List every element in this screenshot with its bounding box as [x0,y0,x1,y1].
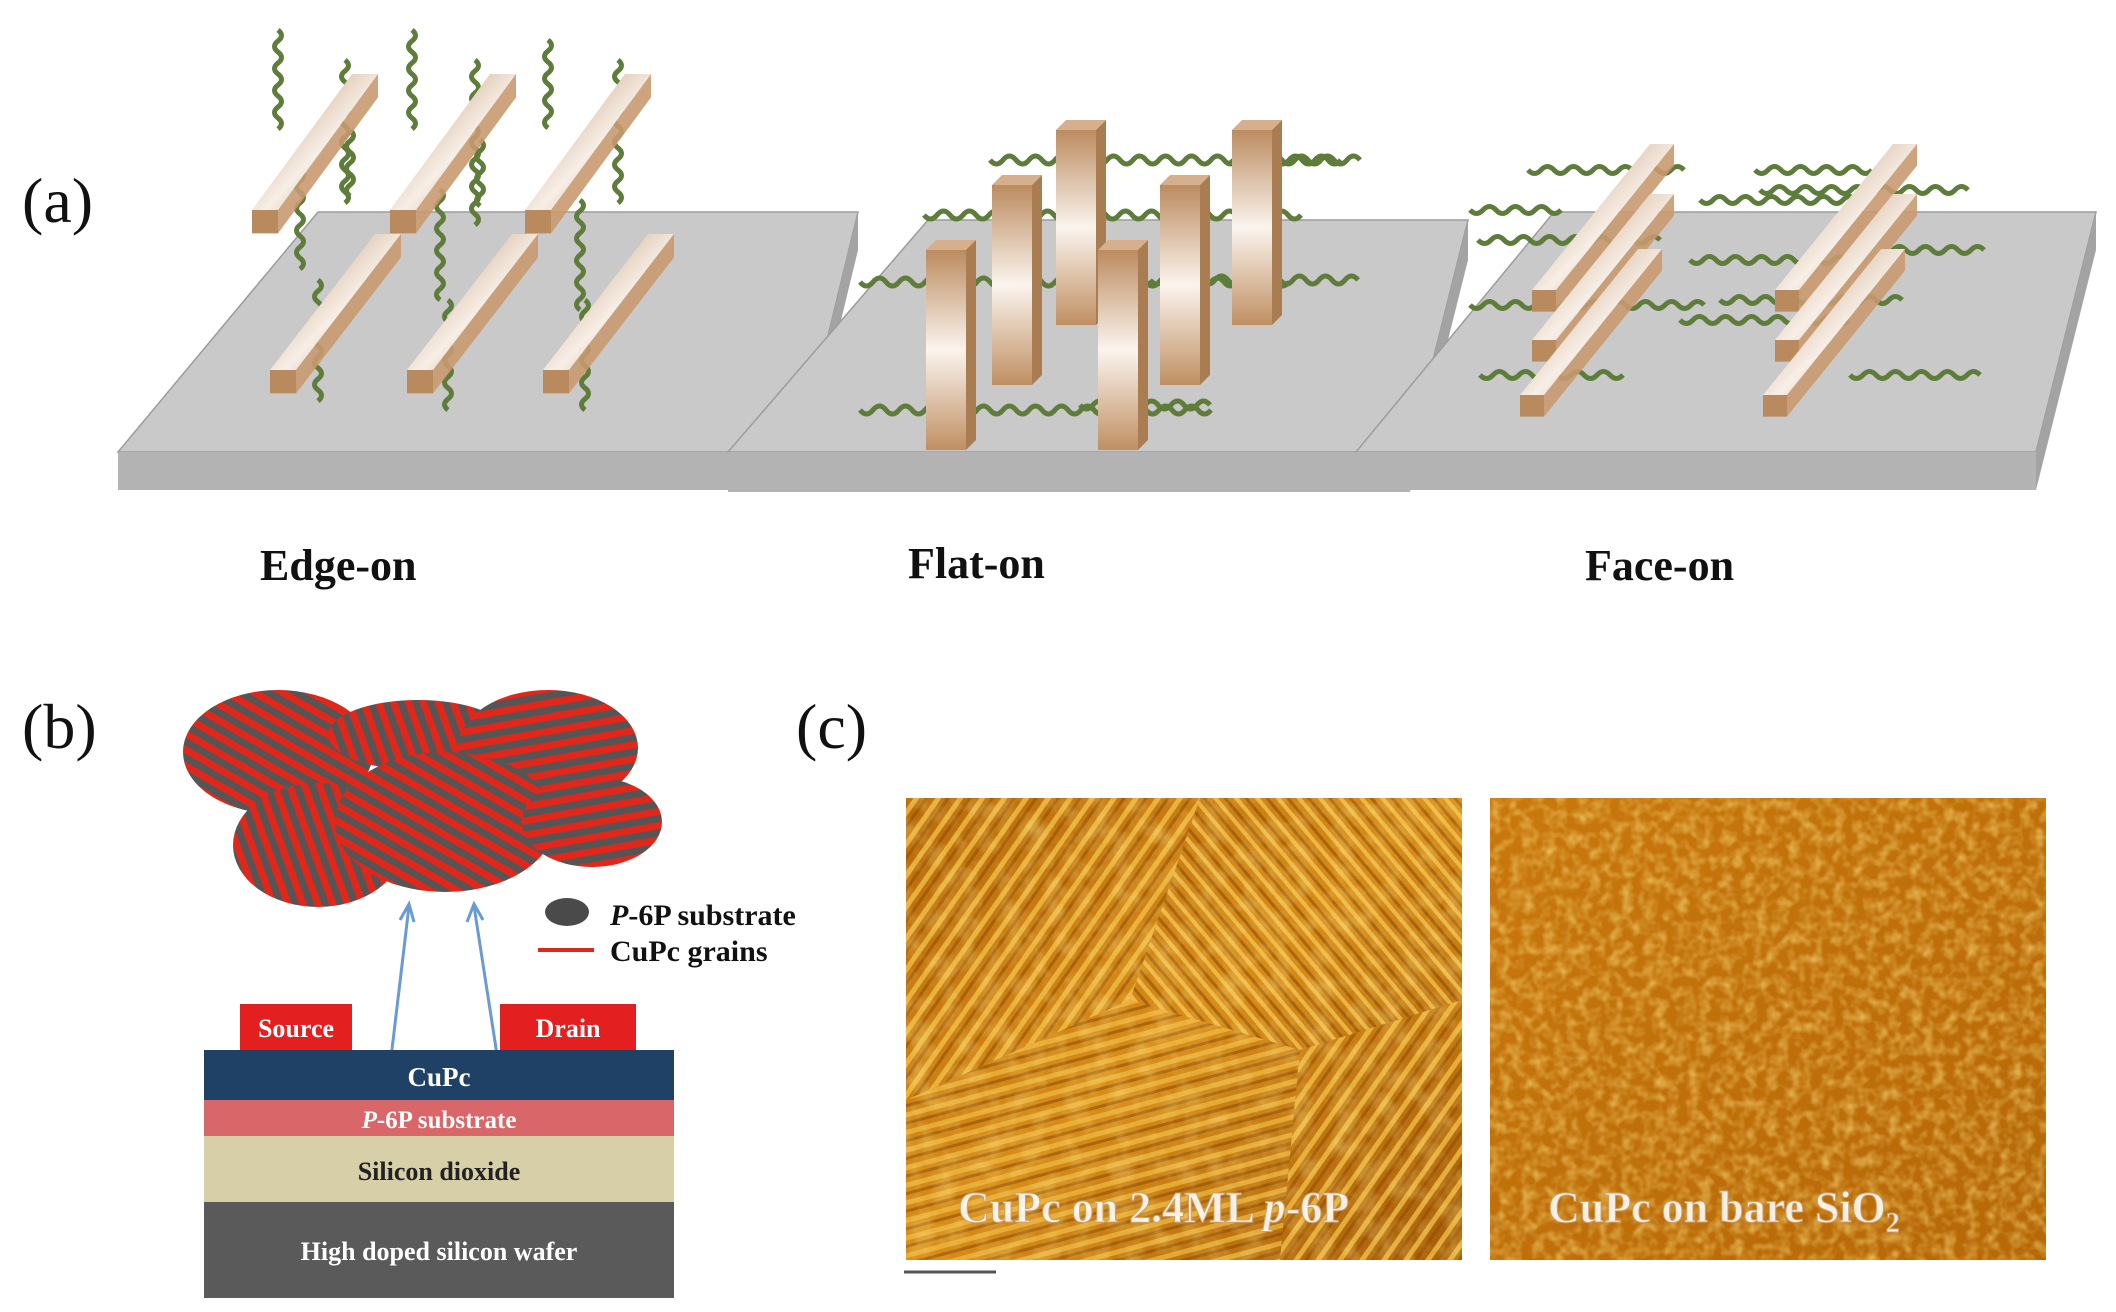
wafer-layer [204,1202,674,1298]
p6p-layer-label: P-6P substrate [361,1107,517,1134]
afm-left-caption: CuPc on 2.4ML p-6P [958,1183,1349,1232]
cupc-layer [204,1050,674,1100]
drain-electrode [500,1004,636,1050]
panel-a: (a) Edge-on Flat-on Face-on [22,28,2097,590]
drain-label: Drain [536,1014,602,1043]
cupc-layer-label: CuPc [408,1062,471,1092]
source-label: Source [258,1014,334,1043]
panel-b: (b) P-6P substrate CuPc grains S [22,690,796,1298]
flat-on-rods [926,120,1282,450]
wafer-layer-label: High doped silicon wafer [301,1237,578,1266]
legend-grains-label: CuPc grains [610,935,768,968]
device-stack: Source Drain CuPc P-6P substrate Silicon… [204,1004,674,1298]
panel-a-label: (a) [22,165,93,236]
panel-b-label: (b) [22,691,97,762]
afm-image-right: CuPc on bare SiO2 [1490,798,2046,1260]
grain-cluster [183,690,662,907]
grain [335,752,555,892]
legend-substrate-label: P-6P substrate [609,899,796,932]
edge-on-label: Edge-on [260,541,416,590]
panel-c: (c) CuPc on 2.4ML p-6P CuPc on bare SiO2 [796,691,2046,1274]
sio2-layer [204,1136,674,1202]
p6p-layer [204,1100,674,1136]
afm-right-caption: CuPc on bare SiO2 [1548,1183,1900,1239]
face-on-rods [1520,144,1917,417]
edge-on-rods [252,74,674,394]
source-electrode [240,1004,352,1050]
afm-image-left: CuPc on 2.4ML p-6P [906,798,1462,1260]
panel-c-label: (c) [796,691,867,762]
grain [522,777,662,867]
sio2-layer-label: Silicon dioxide [358,1157,521,1186]
legend: P-6P substrate CuPc grains [538,898,796,968]
grain [183,690,373,814]
face-on-label: Face-on [1585,541,1734,590]
legend-substrate-swatch [545,898,589,926]
flat-on-label: Flat-on [908,539,1045,588]
